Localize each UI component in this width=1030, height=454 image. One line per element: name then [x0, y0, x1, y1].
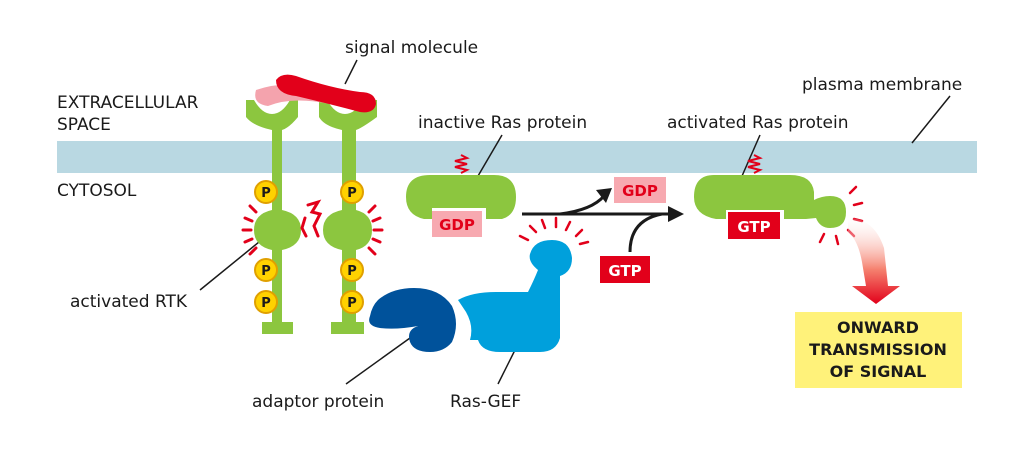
outcome-line1: ONWARD	[837, 318, 919, 337]
phosphate-right-2: P	[340, 258, 364, 282]
outcome-line2: TRANSMISSION	[809, 340, 947, 359]
onward-signal-arrow	[848, 218, 900, 304]
gdp-bound-text: GDP	[439, 216, 475, 234]
inactive-ras-body	[406, 175, 516, 219]
svg-text:P: P	[347, 296, 357, 311]
exchange-arrows	[522, 188, 684, 253]
svg-text:P: P	[261, 296, 271, 311]
inactive-ras-protein	[406, 154, 516, 219]
ras-gef-label: Ras-GEF	[450, 392, 521, 412]
activated-ras-body	[694, 175, 846, 228]
svg-text:P: P	[347, 264, 357, 279]
extracellular-label-line1: EXTRACELLULAR	[57, 93, 199, 113]
leader-inactive-ras	[477, 134, 503, 177]
leader-adaptor-protein	[345, 337, 411, 385]
leader-ras-gef	[497, 347, 517, 385]
leader-plasma-membrane	[911, 95, 951, 144]
activated-rtk-label: activated RTK	[70, 292, 188, 312]
gtp-incoming-chip	[600, 256, 650, 283]
exchange-main-arrowhead	[668, 206, 684, 222]
gdp-released-chip	[614, 177, 666, 203]
plasma-membrane-label: plasma membrane	[802, 75, 962, 95]
signal-molecule-label: signal molecule	[345, 38, 478, 58]
adaptor-protein	[369, 288, 456, 352]
inactive-ras-label: inactive Ras protein	[418, 113, 587, 133]
signal-molecule-red	[276, 74, 376, 113]
rtk-activation-sparks	[241, 199, 384, 256]
svg-text:P: P	[261, 186, 271, 201]
gdp-release-arrow	[559, 194, 606, 216]
svg-text:P: P	[347, 186, 357, 201]
extracellular-label-line2: SPACE	[57, 115, 111, 135]
adaptor-protein-label: adaptor protein	[252, 392, 384, 412]
phosphate-right-1: P	[340, 180, 364, 204]
cytosol-label: CYTOSOL	[57, 181, 137, 201]
ras-gef-sparks	[518, 216, 590, 246]
ras-gef-body	[458, 240, 572, 352]
gdp-bound-chip	[432, 211, 482, 237]
gtp-incoming-text: GTP	[608, 262, 641, 280]
gdp-release-arrowhead	[596, 188, 612, 203]
gtp-bound-text: GTP	[737, 218, 770, 236]
rtk-right-chain	[319, 100, 377, 334]
phosphate-groups: P P P P P P	[254, 180, 364, 314]
rtk-left-chain	[246, 100, 301, 334]
outcome-line3: OF SIGNAL	[830, 362, 927, 381]
gtp-entry-arrow	[628, 212, 663, 253]
leader-signal-molecule	[344, 59, 358, 85]
activated-rtk: P P P P P P	[241, 100, 384, 334]
phosphate-left-2: P	[254, 258, 278, 282]
ras-gef	[458, 216, 590, 352]
phosphate-right-3: P	[340, 290, 364, 314]
ras-lipid-anchor-inactive	[454, 154, 470, 174]
leader-activated-ras	[741, 134, 761, 177]
phosphate-left-3: P	[254, 290, 278, 314]
phosphate-left-1: P	[254, 180, 278, 204]
plasma-membrane	[57, 141, 977, 173]
signal-molecule	[255, 74, 376, 113]
gtp-bound-chip	[728, 212, 780, 239]
gdp-released-text: GDP	[622, 182, 658, 200]
onward-transmission-box	[795, 312, 962, 388]
leader-lines	[199, 59, 951, 385]
svg-text:P: P	[261, 264, 271, 279]
ras-lipid-anchor-active	[747, 154, 763, 174]
activated-ras-label: activated Ras protein	[667, 113, 849, 133]
